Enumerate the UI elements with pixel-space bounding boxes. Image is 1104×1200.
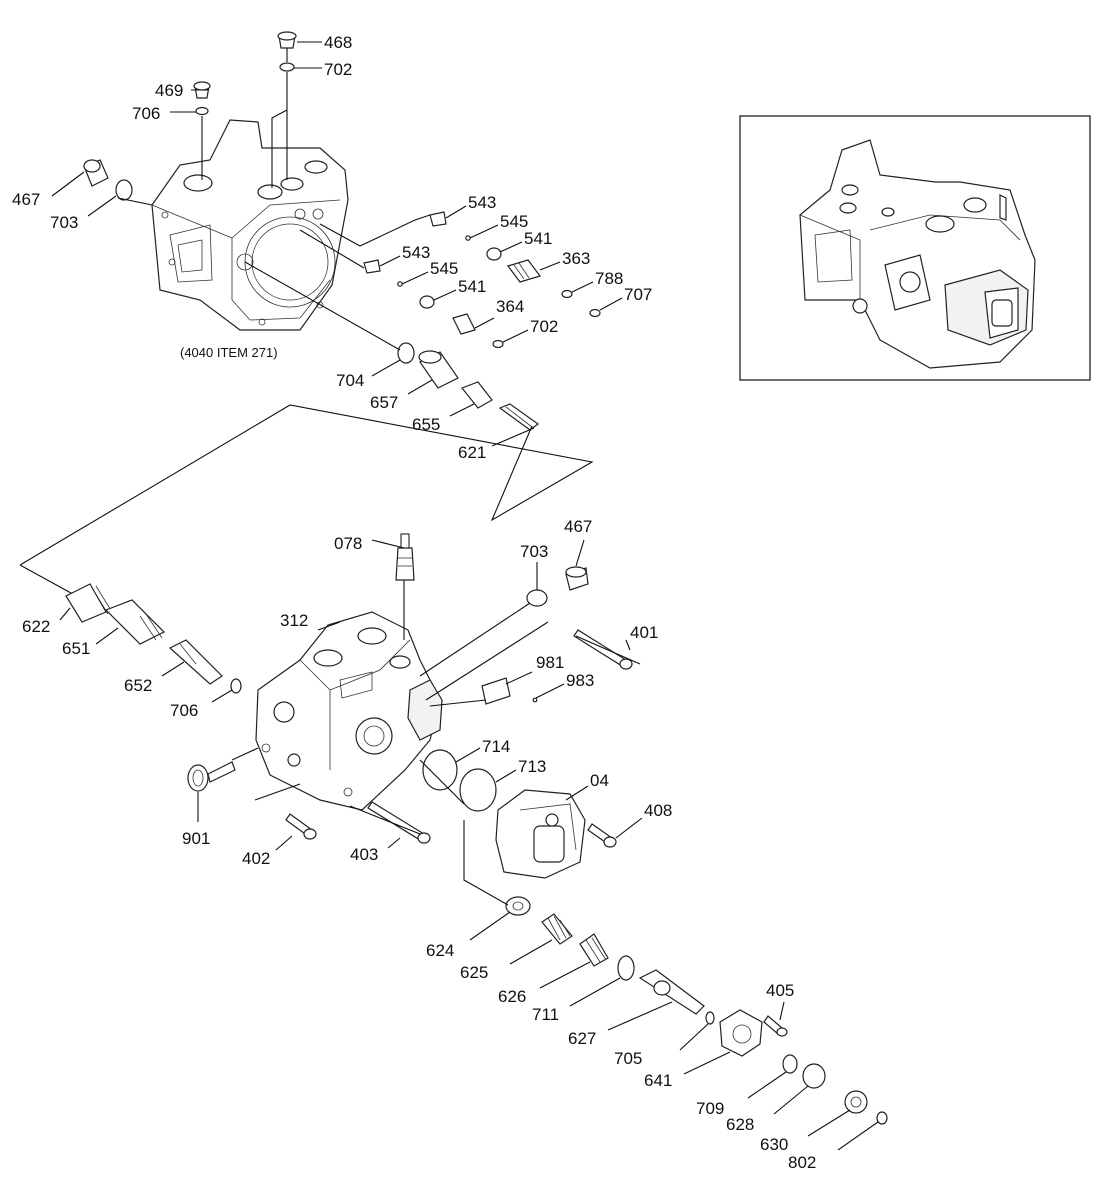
label-983: 983 <box>566 671 594 690</box>
upper-labels: 468 702 469 706 467 703 543 545 541 363 … <box>12 33 652 462</box>
label-709: 709 <box>696 1099 724 1118</box>
label-621: 621 <box>458 443 486 462</box>
label-651: 651 <box>62 639 90 658</box>
label-702-upper: 702 <box>324 60 352 79</box>
label-541-a: 541 <box>524 229 552 248</box>
label-704: 704 <box>336 371 364 390</box>
label-312: 312 <box>280 611 308 630</box>
label-703-upper: 703 <box>50 213 78 232</box>
label-788: 788 <box>595 269 623 288</box>
label-628: 628 <box>726 1115 754 1134</box>
label-802: 802 <box>788 1153 816 1172</box>
label-981: 981 <box>536 653 564 672</box>
assembled-pump-illustration <box>799 139 1036 369</box>
label-626: 626 <box>498 987 526 1006</box>
label-467-upper: 467 <box>12 190 40 209</box>
label-713: 713 <box>518 757 546 776</box>
guide-line-to-622 <box>19 564 81 599</box>
label-901: 901 <box>182 829 210 848</box>
label-469: 469 <box>155 81 183 100</box>
lower-labels: 078 703 467 622 651 312 401 652 981 983 … <box>22 517 816 1172</box>
label-622: 622 <box>22 617 50 636</box>
label-545-b: 545 <box>430 259 458 278</box>
label-707: 707 <box>624 285 652 304</box>
upper-small-parts <box>83 31 601 431</box>
label-403: 403 <box>350 845 378 864</box>
label-641: 641 <box>644 1071 672 1090</box>
label-078: 078 <box>334 534 362 553</box>
label-543-b: 543 <box>402 243 430 262</box>
housing-note: (4040 ITEM 271) <box>180 345 278 360</box>
label-364: 364 <box>496 297 524 316</box>
label-545-a: 545 <box>500 212 528 231</box>
label-467-lower: 467 <box>564 517 592 536</box>
label-402: 402 <box>242 849 270 868</box>
label-408: 408 <box>644 801 672 820</box>
label-630: 630 <box>760 1135 788 1154</box>
label-703-lower: 703 <box>520 542 548 561</box>
label-705: 705 <box>614 1049 642 1068</box>
lower-parts <box>65 533 888 1125</box>
label-652: 652 <box>124 676 152 695</box>
label-405: 405 <box>766 981 794 1000</box>
label-627: 627 <box>568 1029 596 1048</box>
label-657: 657 <box>370 393 398 412</box>
label-04: 04 <box>590 771 609 790</box>
label-706-upper: 706 <box>132 104 160 123</box>
guide-line-left <box>19 404 594 566</box>
regulator-block <box>255 611 443 811</box>
label-543-a: 543 <box>468 193 496 212</box>
lower-leader-lines <box>59 539 879 1151</box>
label-541-b: 541 <box>458 277 486 296</box>
label-625: 625 <box>460 963 488 982</box>
label-401: 401 <box>630 623 658 642</box>
label-363: 363 <box>562 249 590 268</box>
label-714: 714 <box>482 737 510 756</box>
label-706-lower: 706 <box>170 701 198 720</box>
label-702-lower: 702 <box>530 317 558 336</box>
label-624: 624 <box>426 941 454 960</box>
upper-leader-lines <box>51 41 623 447</box>
upper-housing <box>151 119 349 331</box>
label-468: 468 <box>324 33 352 52</box>
label-711: 711 <box>532 1005 559 1024</box>
